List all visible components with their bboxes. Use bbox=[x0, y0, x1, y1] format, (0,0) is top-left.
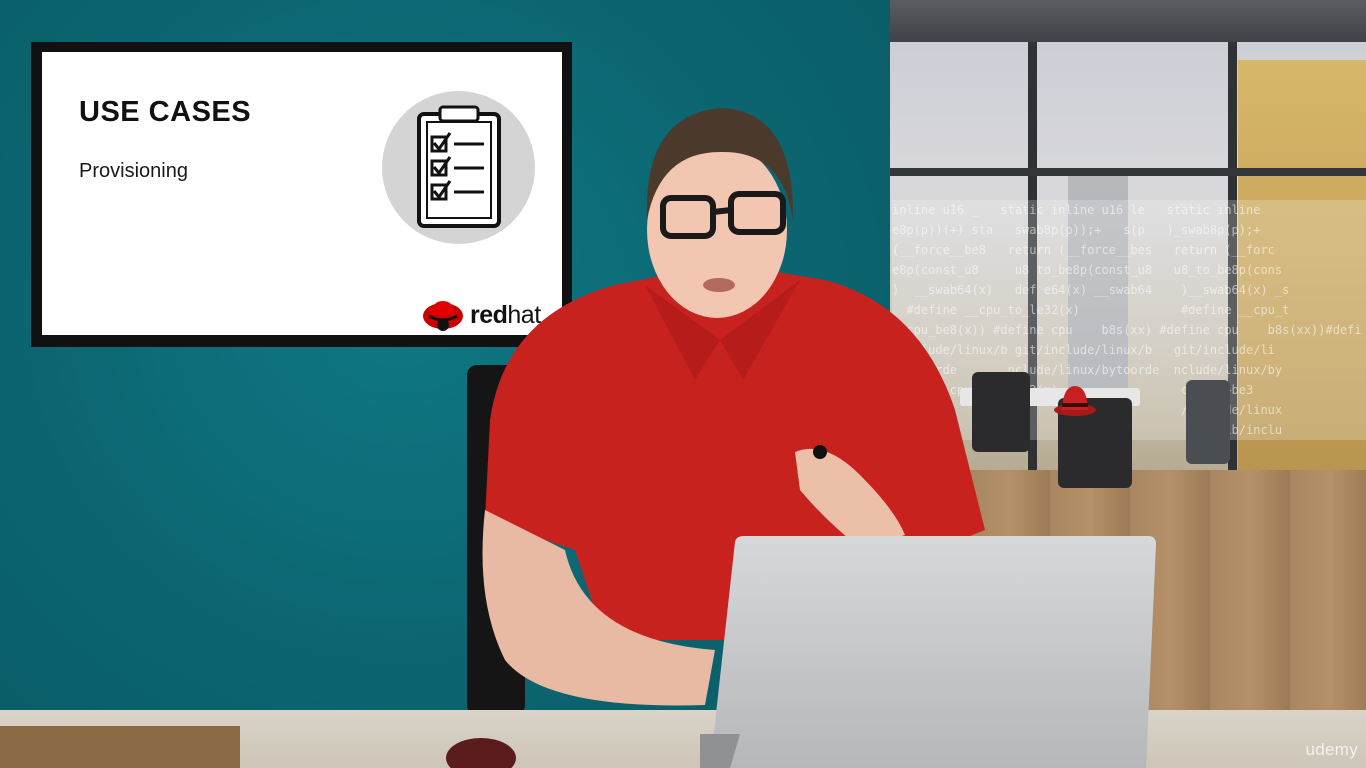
desk-edge bbox=[0, 726, 240, 768]
glasses bbox=[660, 191, 786, 239]
gesturing-hand bbox=[795, 448, 905, 548]
slide: USE CASES Provisioning bbox=[42, 52, 562, 335]
redhat-shadowman-icon bbox=[423, 301, 463, 331]
left-arm bbox=[482, 510, 715, 706]
red-fedora-icon bbox=[1054, 386, 1096, 416]
hair bbox=[646, 108, 794, 220]
office-ceiling bbox=[890, 0, 1366, 42]
window-frame bbox=[1028, 42, 1037, 470]
clipboard-checklist-icon bbox=[417, 105, 501, 228]
presenter-face bbox=[647, 142, 787, 318]
office-chair bbox=[1186, 380, 1230, 464]
window-frame bbox=[1228, 42, 1237, 470]
window-frame bbox=[890, 168, 1366, 176]
city-building bbox=[1238, 60, 1366, 470]
office-chair bbox=[972, 372, 1030, 452]
clipboard-icon-circle bbox=[382, 91, 535, 244]
computer-mouse bbox=[446, 738, 516, 768]
slide-subtitle: Provisioning bbox=[79, 160, 188, 182]
udemy-watermark: udemy bbox=[1305, 740, 1358, 759]
laptop bbox=[700, 536, 1156, 768]
slide-title: USE CASES bbox=[79, 96, 252, 128]
slide-screen: USE CASES Provisioning bbox=[31, 42, 572, 347]
